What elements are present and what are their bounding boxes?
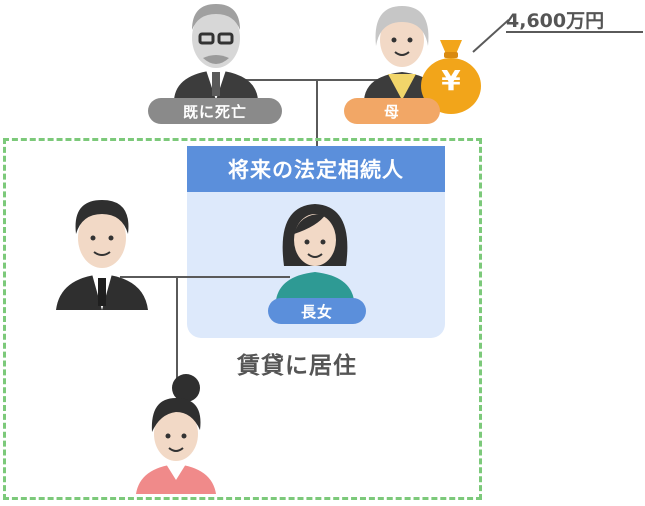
living-status-text: 賃貸に居住 (237, 353, 357, 379)
grandfather-avatar (174, 4, 258, 100)
yen-money-bag-icon (421, 40, 481, 114)
parents-to-heir-line (316, 79, 318, 147)
assets-callout-line-top (506, 31, 643, 33)
heir-header: 将来の法定相続人 (187, 146, 445, 192)
assets-amount: 4,600万円 (506, 10, 605, 32)
grandchild-avatar (136, 374, 216, 494)
deceased-badge: 既に死亡 (148, 98, 282, 124)
mother-badge: 母 (344, 98, 440, 124)
spouse-line (120, 276, 290, 278)
husband-avatar (56, 200, 148, 310)
eldest-daughter-badge: 長女 (268, 298, 366, 324)
child-line (176, 276, 178, 386)
parents-line (217, 79, 407, 81)
mother-avatar (364, 6, 440, 100)
yen-symbol: ¥ (441, 64, 461, 97)
eldest-daughter-avatar (276, 204, 354, 300)
household-frame (3, 138, 482, 500)
